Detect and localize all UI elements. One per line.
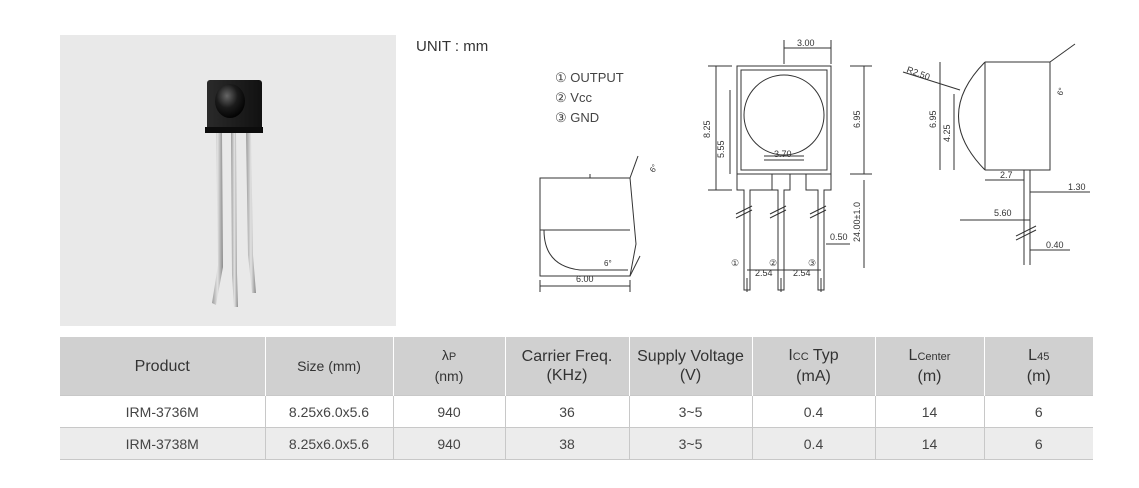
pin-legend-item: ① OUTPUT <box>555 70 624 85</box>
dim-side-radius: R2.50 <box>905 64 931 82</box>
dim-side-height: 6.95 <box>928 110 938 128</box>
dim-front-lens-height: 5.55 <box>716 140 726 158</box>
cell-carrier-freq: 38 <box>505 427 630 460</box>
dim-side-depth-2: 5.60 <box>994 208 1012 218</box>
dim-side-depth-1: 2.7 <box>1000 170 1013 180</box>
cell-size: 8.25x6.0x5.6 <box>265 395 394 428</box>
pin-1-marker: ① <box>731 258 739 268</box>
dim-front-height: 8.25 <box>702 120 712 138</box>
cell-product: IRM-3736M <box>60 395 266 428</box>
spec-table: Product Size (mm) λP(nm) Carrier Freq.(K… <box>60 337 1093 460</box>
header-wavelength: λP(nm) <box>393 337 506 396</box>
dim-side-lead-offset: 1.30 <box>1068 182 1086 192</box>
dim-pitch-1: 2.54 <box>755 268 773 278</box>
header-supply-voltage: Supply Voltage(V) <box>629 337 753 396</box>
dim-side-lead-thickness: 0.40 <box>1046 240 1064 250</box>
header-l-center: LCenter(m) <box>875 337 985 396</box>
dim-front-right-height: 6.95 <box>852 110 862 128</box>
cell-supply-voltage: 3~5 <box>629 427 753 460</box>
bottom-view-drawing: 6.00 6° 6° <box>539 155 660 292</box>
table-row: IRM-3738M 8.25x6.0x5.6 940 38 3~5 0.4 14… <box>60 427 1093 460</box>
unit-label: UNIT : mm <box>416 38 489 55</box>
dim-angle-bottom: 6° <box>604 259 612 268</box>
dim-lead-length: 24.00±1.0 <box>852 202 862 242</box>
header-l45: L45(m) <box>984 337 1093 396</box>
dim-front-width-top: 3.00 <box>797 38 815 48</box>
cell-size: 8.25x6.0x5.6 <box>265 427 394 460</box>
cell-supply-voltage: 3~5 <box>629 395 753 428</box>
pin-3-marker: ③ <box>808 258 816 268</box>
header-size: Size (mm) <box>265 337 394 396</box>
product-photo <box>60 35 396 326</box>
cell-product: IRM-3738M <box>60 427 266 460</box>
cell-l45: 6 <box>984 395 1093 428</box>
cell-l45: 6 <box>984 427 1093 460</box>
dim-angle-top: 6° <box>648 163 660 174</box>
header-product: Product <box>60 337 266 396</box>
pin-legend-item: ② Vcc <box>555 90 592 105</box>
table-row: IRM-3736M 8.25x6.0x5.6 940 36 3~5 0.4 14… <box>60 395 1093 428</box>
cell-l-center: 14 <box>875 395 985 428</box>
table-header-row: Product Size (mm) λP(nm) Carrier Freq.(K… <box>60 337 1093 396</box>
cell-wavelength: 940 <box>393 395 506 428</box>
pin-2-marker: ② <box>769 258 777 268</box>
cell-icc-typ: 0.4 <box>752 427 876 460</box>
dim-lens-width: 3.70 <box>774 149 792 159</box>
dim-lead-width: 0.50 <box>830 232 848 242</box>
header-carrier-freq: Carrier Freq.(KHz) <box>505 337 630 396</box>
cell-wavelength: 940 <box>393 427 506 460</box>
front-view-drawing: 3.00 8.25 5.55 6.95 3.70 24.00±1.0 0.50 … <box>702 38 872 292</box>
cell-l-center: 14 <box>875 427 985 460</box>
header-icc-typ: ICC Typ(mA) <box>752 337 876 396</box>
dim-side-angle: 6° <box>1055 86 1066 96</box>
pin-legend-item: ③ GND <box>555 110 600 125</box>
pin-legend: ① OUTPUT ② Vcc ③ GND <box>555 68 624 128</box>
dim-pitch-2: 2.54 <box>793 268 811 278</box>
dim-bottom-width: 6.00 <box>576 274 594 284</box>
dimension-drawings: 6.00 6° 6° 3.00 8.25 5.55 6.95 3.70 24.0… <box>539 38 1090 292</box>
side-view-drawing: R2.50 6.95 4.25 6° 2.7 1.30 5.60 0.40 <box>902 43 1090 265</box>
dim-side-lens-height: 4.25 <box>942 124 952 142</box>
cell-icc-typ: 0.4 <box>752 395 876 428</box>
cell-carrier-freq: 36 <box>505 395 630 428</box>
